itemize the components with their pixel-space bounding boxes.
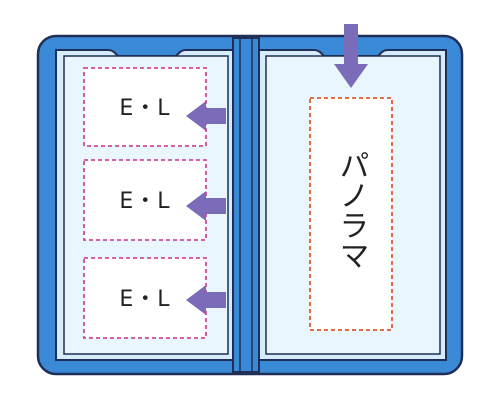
insert-arrow-left-1 bbox=[186, 101, 226, 131]
left-slot-3-label: E・L bbox=[119, 287, 170, 312]
insert-arrow-down bbox=[334, 24, 368, 88]
left-slot-3: E・L bbox=[83, 257, 207, 339]
left-slot-1-label: E・L bbox=[119, 96, 170, 121]
left-slot-1: E・L bbox=[83, 67, 207, 147]
left-slot-2-label: E・L bbox=[119, 189, 170, 214]
album-spine bbox=[232, 37, 260, 373]
panorama-slot: パノラマ bbox=[309, 97, 393, 331]
panorama-slot-label: パノラマ bbox=[334, 150, 369, 270]
insert-arrow-left-2 bbox=[186, 191, 226, 221]
insert-arrow-left-3 bbox=[186, 285, 226, 315]
left-slot-2: E・L bbox=[83, 159, 207, 241]
